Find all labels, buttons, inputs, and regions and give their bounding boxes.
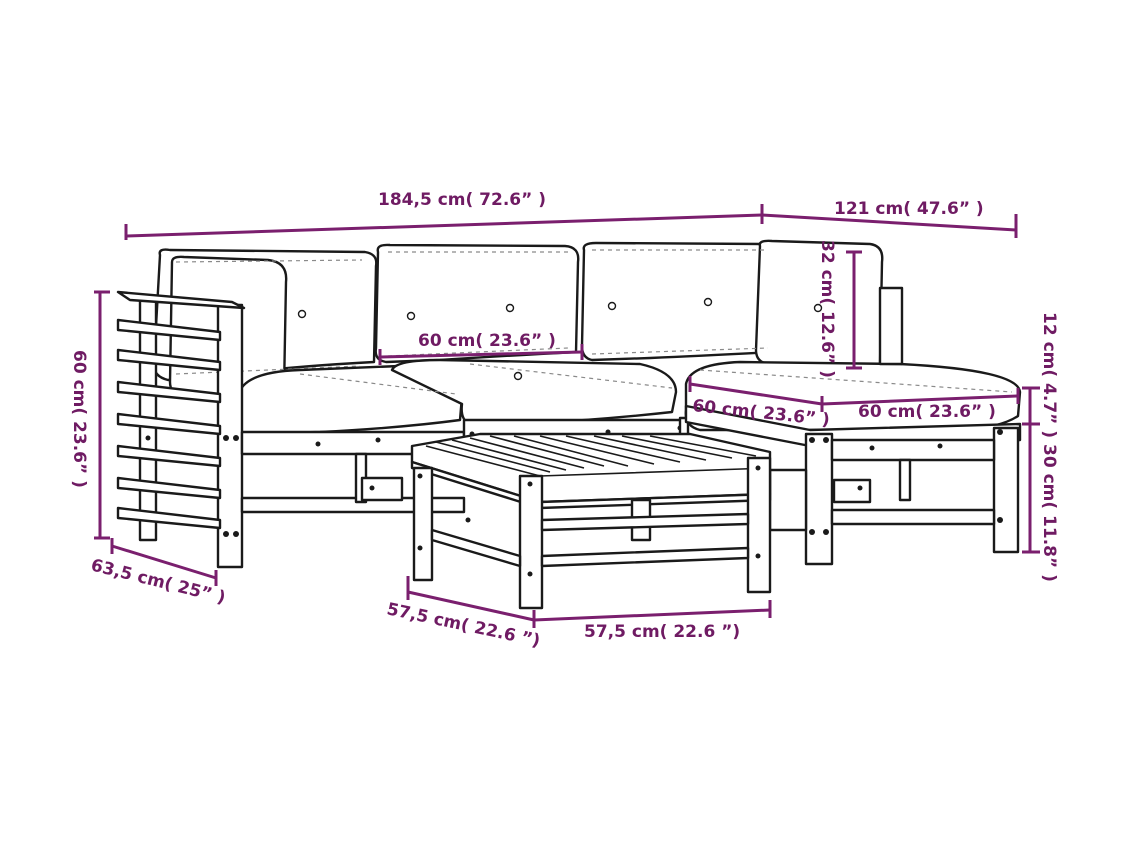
label-corner-depth: 63,5 cm( 25” )	[89, 555, 228, 608]
dimension-lines	[94, 204, 1040, 628]
label-cushion-thickness: 12 cm( 4.7” )	[1039, 312, 1059, 438]
label-seat-height: 30 cm( 11.8” )	[1039, 444, 1059, 582]
chaise-module-frame	[684, 286, 1022, 566]
label-back-cushion-height: 32 cm( 12.6” )	[817, 240, 837, 378]
label-footstool-width: 60 cm( 23.6” )	[858, 402, 996, 422]
label-seat-cushion-width: 60 cm( 23.6” )	[418, 331, 556, 351]
corner-module-frame	[116, 290, 466, 569]
sofa-set-drawing	[116, 239, 1022, 610]
label-table-depth: 57,5 cm( 22.6 ”)	[385, 599, 542, 651]
label-chaise-length: 121 cm( 47.6” )	[834, 199, 984, 219]
label-total-width: 184,5 cm( 72.6” )	[378, 190, 546, 210]
label-total-height: 60 cm( 23.6” )	[69, 350, 89, 488]
label-table-width: 57,5 cm( 22.6 ”)	[584, 622, 740, 642]
coffee-table	[410, 429, 772, 610]
seat-cushions	[236, 358, 1022, 436]
